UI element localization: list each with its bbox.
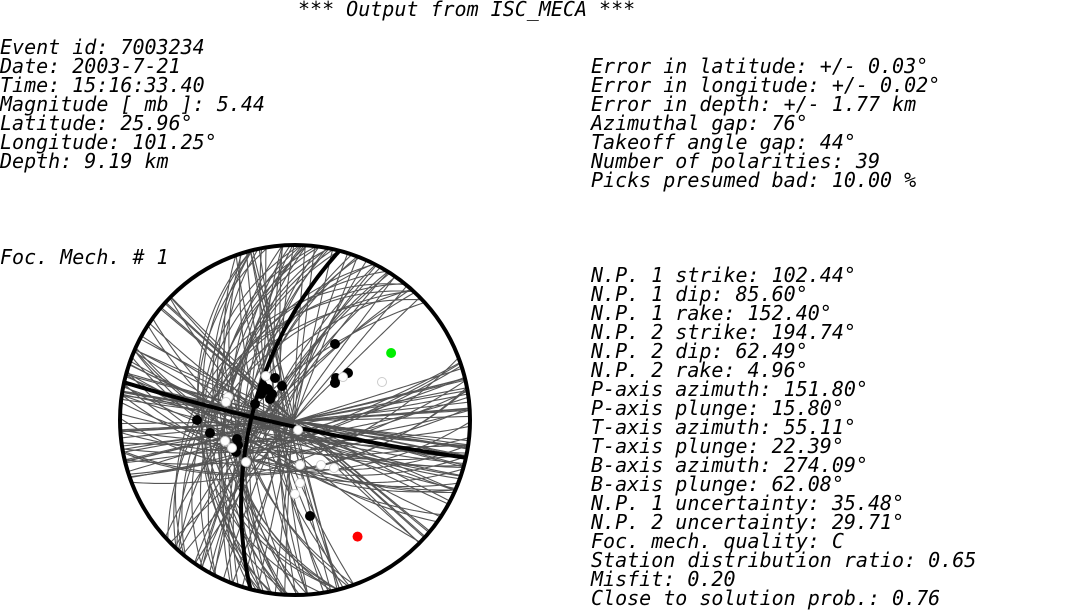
p-axis-marker <box>352 531 363 542</box>
compression-polarity <box>270 373 280 383</box>
dilatation-polarity <box>220 436 230 446</box>
uncertainty-plane <box>125 374 465 467</box>
uncertainty-curves <box>120 245 470 595</box>
uncertainty-plane <box>200 245 301 595</box>
uncertainty-plane <box>234 245 305 595</box>
uncertainty-plane <box>148 322 441 518</box>
dilatation-polarity <box>338 372 348 382</box>
event-info-line: Time: 15:16:33.40 <box>0 73 205 97</box>
mechanism-info-line: N.P. 1 strike: 102.44° <box>591 263 856 287</box>
nodal-plane-1 <box>123 380 467 460</box>
nodal-planes <box>123 249 467 590</box>
mechanism-info-line: N.P. 1 uncertainty: 35.48° <box>591 491 905 515</box>
uncertainty-plane <box>120 401 470 456</box>
error-info-line: Takeoff angle gap: 44° <box>591 130 856 154</box>
dilatation-polarity <box>316 460 326 470</box>
compression-polarity <box>330 378 340 388</box>
dilatation-polarity <box>329 463 339 473</box>
uncertainty-plane <box>202 250 339 591</box>
uncertainty-plane <box>147 325 443 516</box>
error-info-line: Azimuthal gap: 76° <box>591 111 808 135</box>
principal-axes <box>352 347 397 542</box>
mechanism-info-line: N.P. 1 dip: 85.60° <box>591 282 808 306</box>
error-info-line: Picks presumed bad: 10.00 % <box>591 168 917 192</box>
t-axis-marker <box>386 347 397 358</box>
compression-polarity <box>192 415 202 425</box>
dilatation-polarity <box>293 425 303 435</box>
mechanism-info-line: Foc. mech. quality: C <box>591 529 844 553</box>
dilatation-polarity <box>221 397 231 407</box>
mechanism-info-line: T-axis plunge: 22.39° <box>591 434 844 458</box>
uncertainty-plane <box>176 290 414 550</box>
uncertainty-plane <box>120 409 470 443</box>
uncertainty-plane <box>177 288 412 551</box>
mechanism-info-line: N.P. 2 dip: 62.49° <box>591 339 808 363</box>
compression-polarity <box>330 339 340 349</box>
polarity-points <box>192 339 387 521</box>
mechanism-info-line: Station distribution ratio: 0.65 <box>591 548 977 572</box>
uncertainty-plane <box>201 245 317 595</box>
nodal-plane-2 <box>239 249 341 590</box>
dilatation-polarity <box>227 443 237 453</box>
event-info-line: Event id: 7003234 <box>0 35 205 59</box>
mechanism-info: N.P. 1 strike: 102.44°N.P. 1 dip: 85.60°… <box>591 263 977 610</box>
uncertainty-plane <box>122 390 468 450</box>
mechanism-info-line: B-axis azimuth: 274.09° <box>591 453 868 477</box>
dilatation-polarity <box>261 371 271 381</box>
uncertainty-plane <box>241 252 349 588</box>
error-info: Error in latitude: +/- 0.03°Error in lon… <box>591 54 941 192</box>
page-title: *** Output from ISC_MECA *** <box>298 0 636 21</box>
stereonet-boundary <box>118 243 472 597</box>
error-info-line: Error in longitude: +/- 0.02° <box>591 73 941 97</box>
compression-polarity <box>205 428 215 438</box>
mechanism-info-line: Misfit: 0.20 <box>591 567 736 591</box>
mechanism-info-line: P-axis azimuth: 151.80° <box>591 377 868 401</box>
mechanism-info-line: Close to solution prob.: 0.76 <box>591 586 941 610</box>
uncertainty-plane <box>120 417 470 472</box>
dilatation-polarity <box>295 460 305 470</box>
event-info-line: Latitude: 25.96° <box>0 111 193 135</box>
uncertainty-plane <box>122 390 468 454</box>
uncertainty-plane <box>259 248 329 593</box>
event-info-line: Depth: 9.19 km <box>0 149 169 173</box>
compression-polarity <box>250 399 260 409</box>
compression-polarity <box>265 394 275 404</box>
error-info-line: Error in depth: +/- 1.77 km <box>591 92 917 116</box>
event-info-line: Magnitude [ mb ]: 5.44 <box>0 92 265 116</box>
uncertainty-plane <box>193 276 396 564</box>
mechanism-info-line: N.P. 2 strike: 194.74° <box>591 320 856 344</box>
compression-polarity <box>305 511 315 521</box>
uncertainty-plane <box>169 296 420 544</box>
mechanism-info-line: N.P. 2 rake: 4.96° <box>591 358 808 382</box>
mechanism-info-line: B-axis plunge: 62.08° <box>591 472 844 496</box>
dilatation-polarity <box>295 478 305 488</box>
uncertainty-plane <box>239 253 351 587</box>
mechanism-info-line: T-axis azimuth: 55.11° <box>591 415 856 439</box>
uncertainty-plane <box>170 296 420 544</box>
error-info-line: Error in latitude: +/- 0.03° <box>591 54 929 78</box>
mechanism-info-line: N.P. 1 rake: 152.40° <box>591 301 832 325</box>
event-info-line: Longitude: 101.25° <box>0 130 217 154</box>
compression-polarity <box>260 385 270 395</box>
dilatation-polarity <box>241 457 251 467</box>
compression-polarity <box>277 381 287 391</box>
mechanism-info-line: N.P. 2 uncertainty: 29.71° <box>591 510 905 534</box>
dilatation-polarity <box>377 377 387 387</box>
uncertainty-plane <box>173 290 414 549</box>
mechanism-label: Foc. Mech. # 1 <box>0 245 169 269</box>
mechanism-info-line: P-axis plunge: 15.80° <box>591 396 844 420</box>
dilatation-polarity <box>290 489 300 499</box>
error-info-line: Number of polarities: 39 <box>591 149 880 173</box>
event-info-line: Date: 2003-7-21 <box>0 54 181 78</box>
